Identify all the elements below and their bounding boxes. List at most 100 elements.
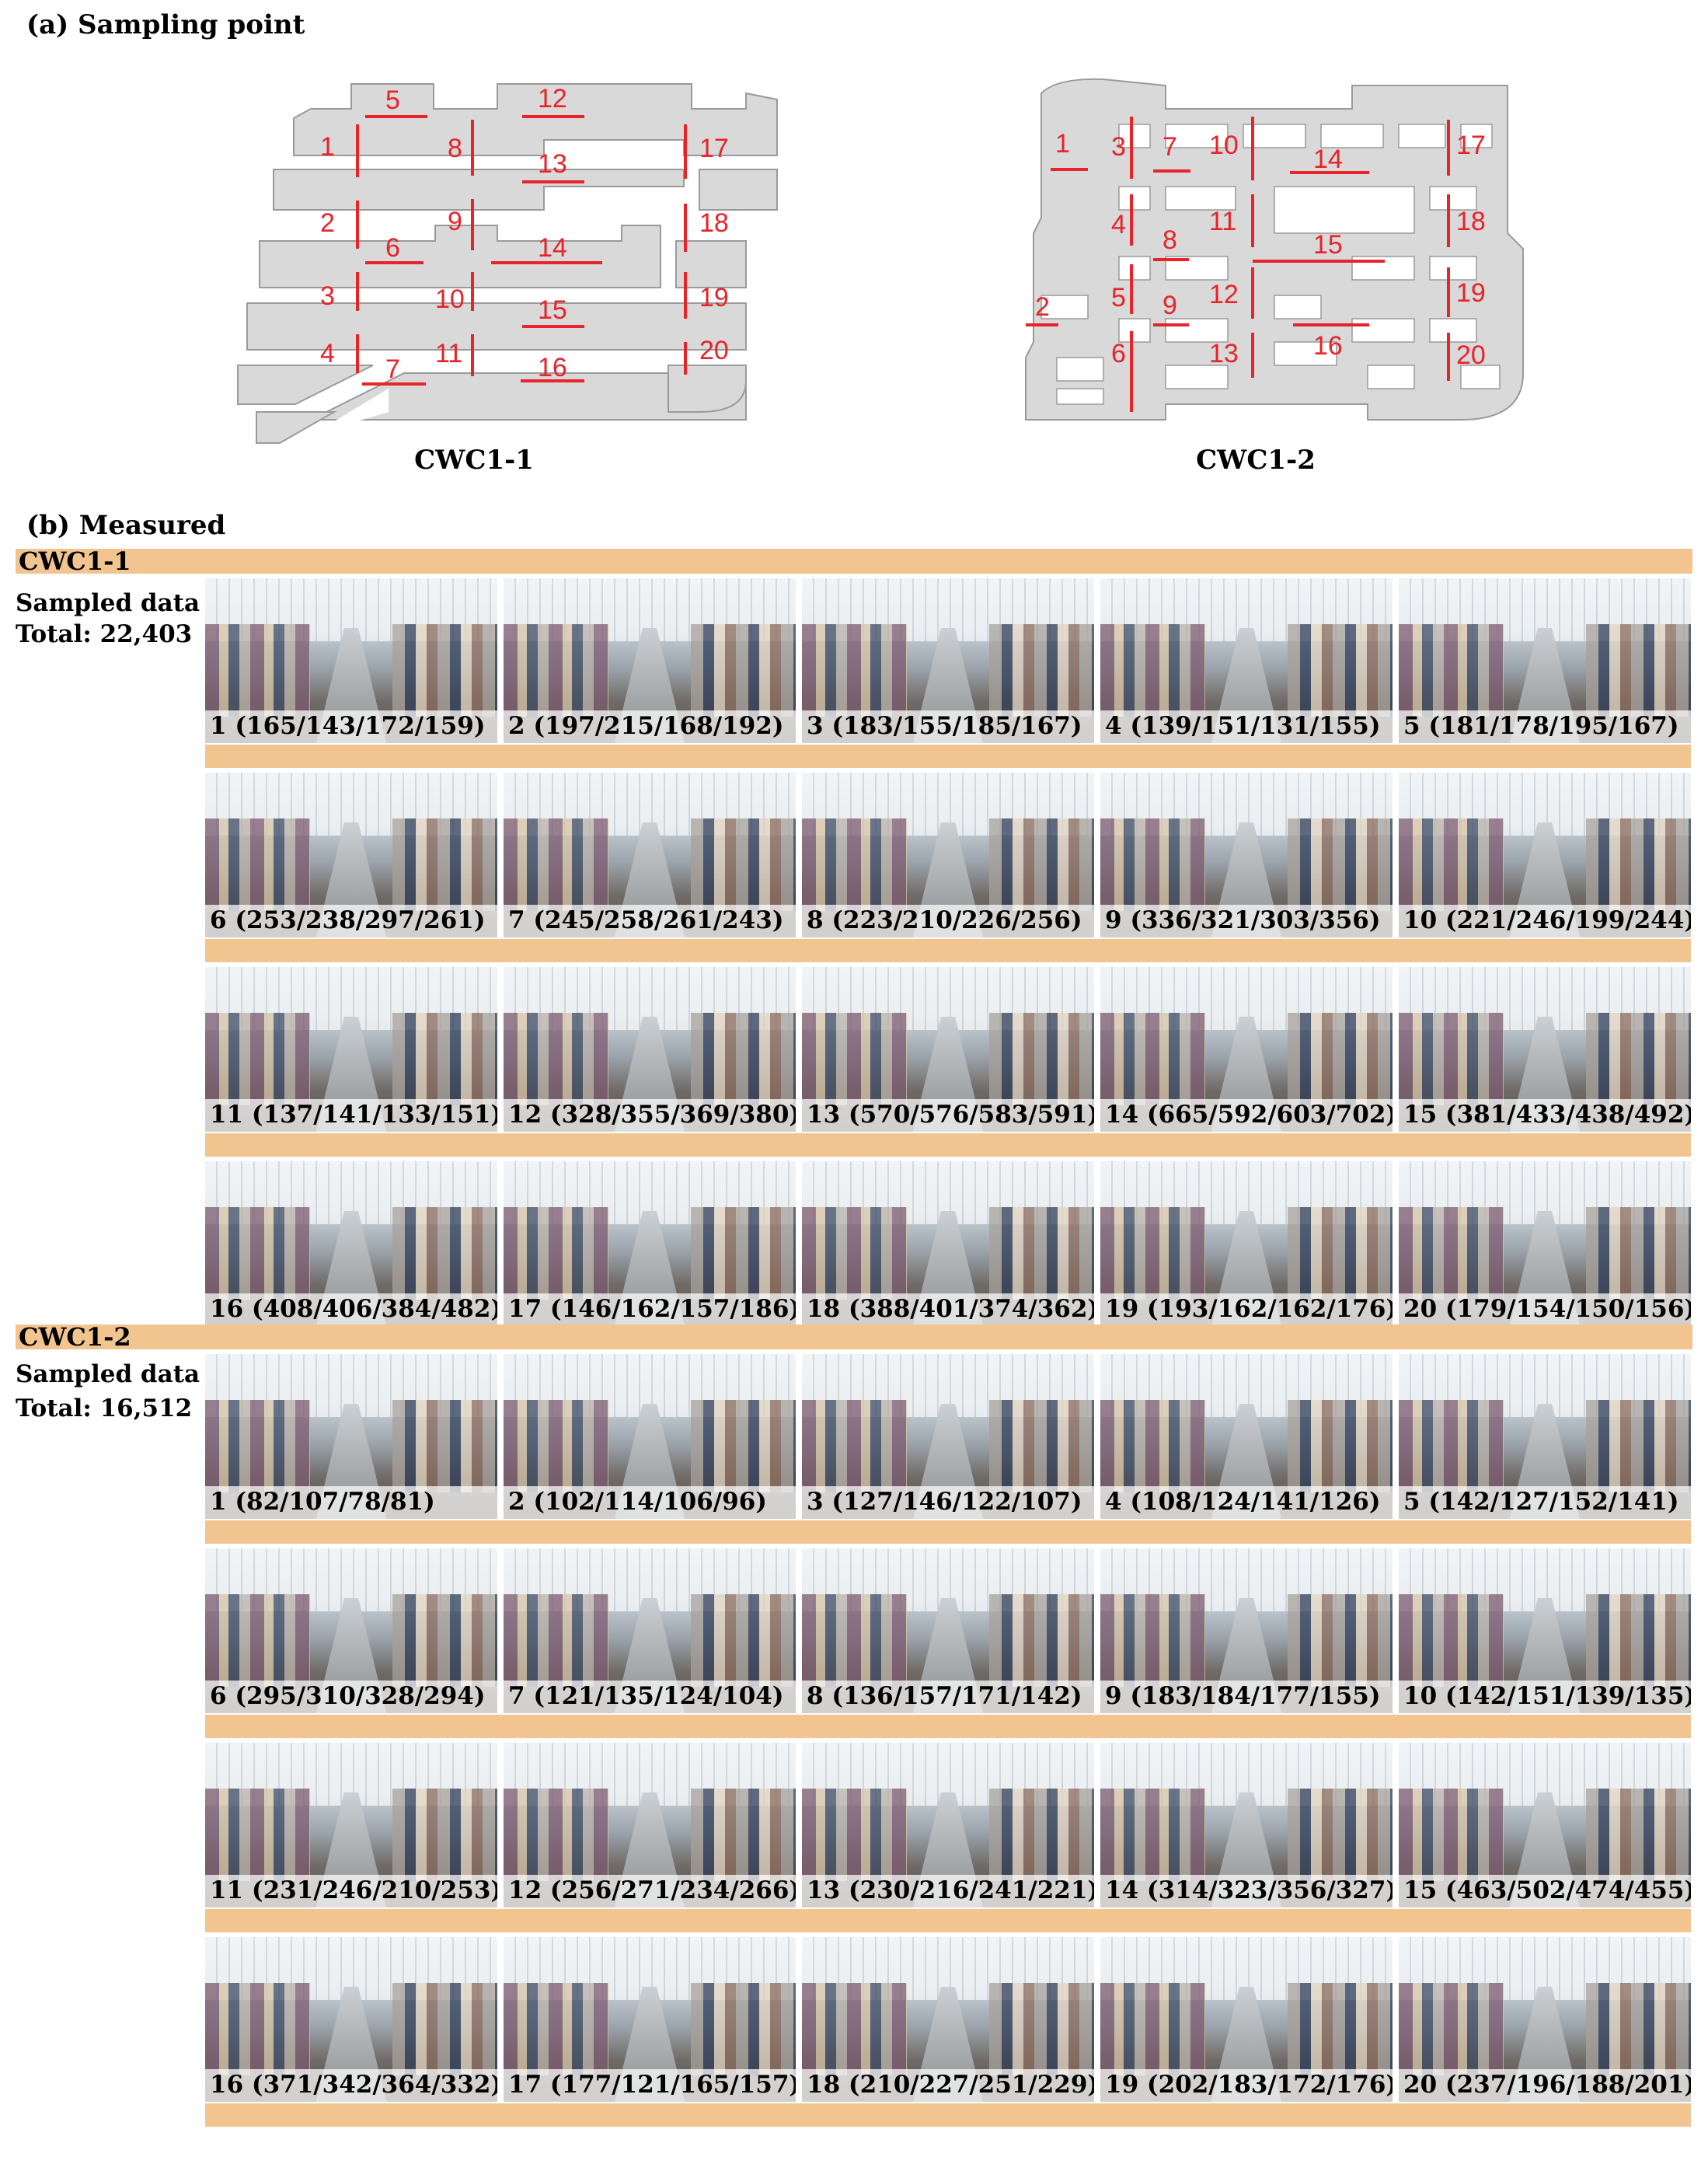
market-photo: 12 (256/271/234/266)	[504, 1743, 796, 1907]
photo-caption: 6 (253/238/297/261)	[210, 906, 486, 934]
photo-shops-right	[988, 1983, 1094, 2076]
photo-shops-right	[392, 1207, 497, 1300]
photo-caption: 14 (665/592/603/702)	[1105, 1101, 1393, 1129]
photo-caption-strip	[802, 1681, 1094, 1713]
photo-shops-left	[802, 1789, 908, 1882]
market-photo: 2 (102/114/106/96)	[504, 1354, 796, 1519]
photo-shops-right	[988, 818, 1094, 912]
photo-caption: 17 (177/121/165/157)	[508, 2071, 796, 2099]
plan-cwc1-2-markers	[1026, 117, 1450, 412]
plan1-point-18: 18	[699, 208, 729, 238]
photo-shops-left	[504, 1400, 609, 1493]
photo-caption-strip	[205, 1681, 497, 1713]
photo-caption: 2 (102/114/106/96)	[508, 1488, 767, 1516]
plan1-caption: CWC1-1	[414, 445, 534, 476]
market-photo: 13 (570/576/583/591)	[802, 967, 1094, 1132]
photo-shops-right	[690, 1207, 796, 1300]
market-photo: 14 (314/323/356/327)	[1100, 1743, 1393, 1907]
photo-caption-strip	[802, 1486, 1094, 1519]
photo-shops-right	[392, 1013, 497, 1106]
market-photo: 6 (295/310/328/294)	[205, 1548, 497, 1713]
plan1-point-4: 4	[320, 339, 335, 368]
photo-caption: 9 (183/184/177/155)	[1105, 1682, 1381, 1710]
market-photo: 17 (177/121/165/157)	[504, 1937, 796, 2102]
photo-shops-left	[1100, 1983, 1206, 2076]
photo-shops-left	[504, 1789, 609, 1882]
plan2-point-12: 12	[1209, 280, 1239, 309]
photo-caption-strip	[504, 905, 796, 937]
photo-caption: 13 (230/216/241/221)	[807, 1876, 1094, 1904]
photo-caption-strip	[1100, 1681, 1393, 1713]
group2-band	[16, 1325, 1692, 1349]
market-photo: 20 (237/196/188/201)	[1399, 1937, 1691, 2102]
plan2-point-19: 19	[1456, 278, 1486, 308]
photo-shops-right	[392, 1594, 497, 1688]
photo-caption: 7 (121/135/124/104)	[508, 1682, 784, 1710]
photo-shops-left	[205, 1207, 311, 1300]
photo-caption: 20 (179/154/150/156)	[1403, 1295, 1691, 1323]
photo-caption-strip	[504, 1681, 796, 1713]
photo-shops-right	[988, 1400, 1094, 1493]
plan2-point-9: 9	[1162, 291, 1177, 320]
group2-note-line2: Total: 16,512	[16, 1394, 193, 1422]
photo-caption-strip	[504, 1099, 796, 1132]
market-photo: 1 (82/107/78/81)	[205, 1354, 497, 1519]
photo-shops-left	[504, 1983, 609, 2076]
photo-shops-right	[690, 818, 796, 912]
row-separator-band	[205, 1520, 1691, 1544]
photo-caption-strip	[802, 1099, 1094, 1132]
photo-caption-strip	[1100, 1293, 1393, 1326]
photo-shops-left	[1399, 1013, 1504, 1106]
photo-caption: 19 (202/183/172/176)	[1105, 2071, 1393, 2099]
photo-caption: 16 (371/342/364/332)	[210, 2071, 497, 2099]
photo-caption: 17 (146/162/157/186)	[508, 1295, 796, 1323]
photo-caption: 1 (82/107/78/81)	[210, 1488, 435, 1516]
market-photo: 16 (371/342/364/332)	[205, 1937, 497, 2102]
photo-caption: 8 (223/210/226/256)	[807, 906, 1082, 934]
plan1-point-5: 5	[385, 86, 400, 115]
photo-shops-right	[1585, 624, 1691, 717]
photo-caption: 12 (328/355/369/380)	[508, 1101, 796, 1129]
photo-shops-left	[1100, 1400, 1206, 1493]
market-photo: 5 (142/127/152/141)	[1399, 1354, 1691, 1519]
photo-caption: 12 (256/271/234/266)	[508, 1876, 796, 1904]
photo-caption: 18 (210/227/251/229)	[807, 2071, 1094, 2099]
photo-caption-strip	[205, 1293, 497, 1326]
photo-caption-strip	[802, 905, 1094, 937]
photo-caption: 19 (193/162/162/176)	[1105, 1295, 1393, 1323]
market-photo: 17 (146/162/157/186)	[504, 1161, 796, 1326]
plan-cwc1-1	[237, 83, 778, 444]
market-photo: 11 (231/246/210/253)	[205, 1743, 497, 1907]
photo-shops-right	[1287, 1983, 1393, 2076]
photo-shops-right	[1585, 1594, 1691, 1688]
photo-shops-left	[205, 818, 311, 912]
photo-shops-left	[1100, 1789, 1206, 1882]
photo-caption: 1 (165/143/172/159)	[210, 712, 486, 740]
photo-shops-left	[802, 1983, 908, 2076]
plan1-point-8: 8	[448, 134, 462, 163]
market-photo: 10 (142/151/139/135)	[1399, 1548, 1691, 1713]
group1-band	[16, 549, 1692, 574]
photo-shops-right	[988, 1013, 1094, 1106]
photo-shops-left	[205, 1013, 311, 1106]
photo-shops-right	[1287, 818, 1393, 912]
group2-note-line1: Sampled data	[16, 1360, 200, 1388]
photo-caption-strip	[1100, 1486, 1393, 1519]
photo-caption-strip	[1399, 1875, 1691, 1907]
photo-shops-right	[1287, 1013, 1393, 1106]
plan2-point-15: 15	[1313, 230, 1343, 260]
group1-note-line2: Total: 22,403	[16, 620, 193, 648]
photo-caption-strip	[1399, 1681, 1691, 1713]
photo-shops-left	[504, 1594, 609, 1688]
photo-caption: 15 (381/433/438/492)	[1403, 1101, 1691, 1129]
market-photo: 4 (139/151/131/155)	[1100, 578, 1393, 743]
photo-shops-left	[504, 624, 609, 717]
photo-shops-right	[690, 1983, 796, 2076]
photo-shops-right	[392, 818, 497, 912]
group1-label: CWC1-1	[19, 546, 131, 576]
photo-caption-strip	[802, 2069, 1094, 2102]
photo-shops-left	[1399, 1983, 1504, 2076]
photo-shops-right	[1585, 1013, 1691, 1106]
photo-caption-strip	[504, 710, 796, 743]
market-photo: 3 (183/155/185/167)	[802, 578, 1094, 743]
